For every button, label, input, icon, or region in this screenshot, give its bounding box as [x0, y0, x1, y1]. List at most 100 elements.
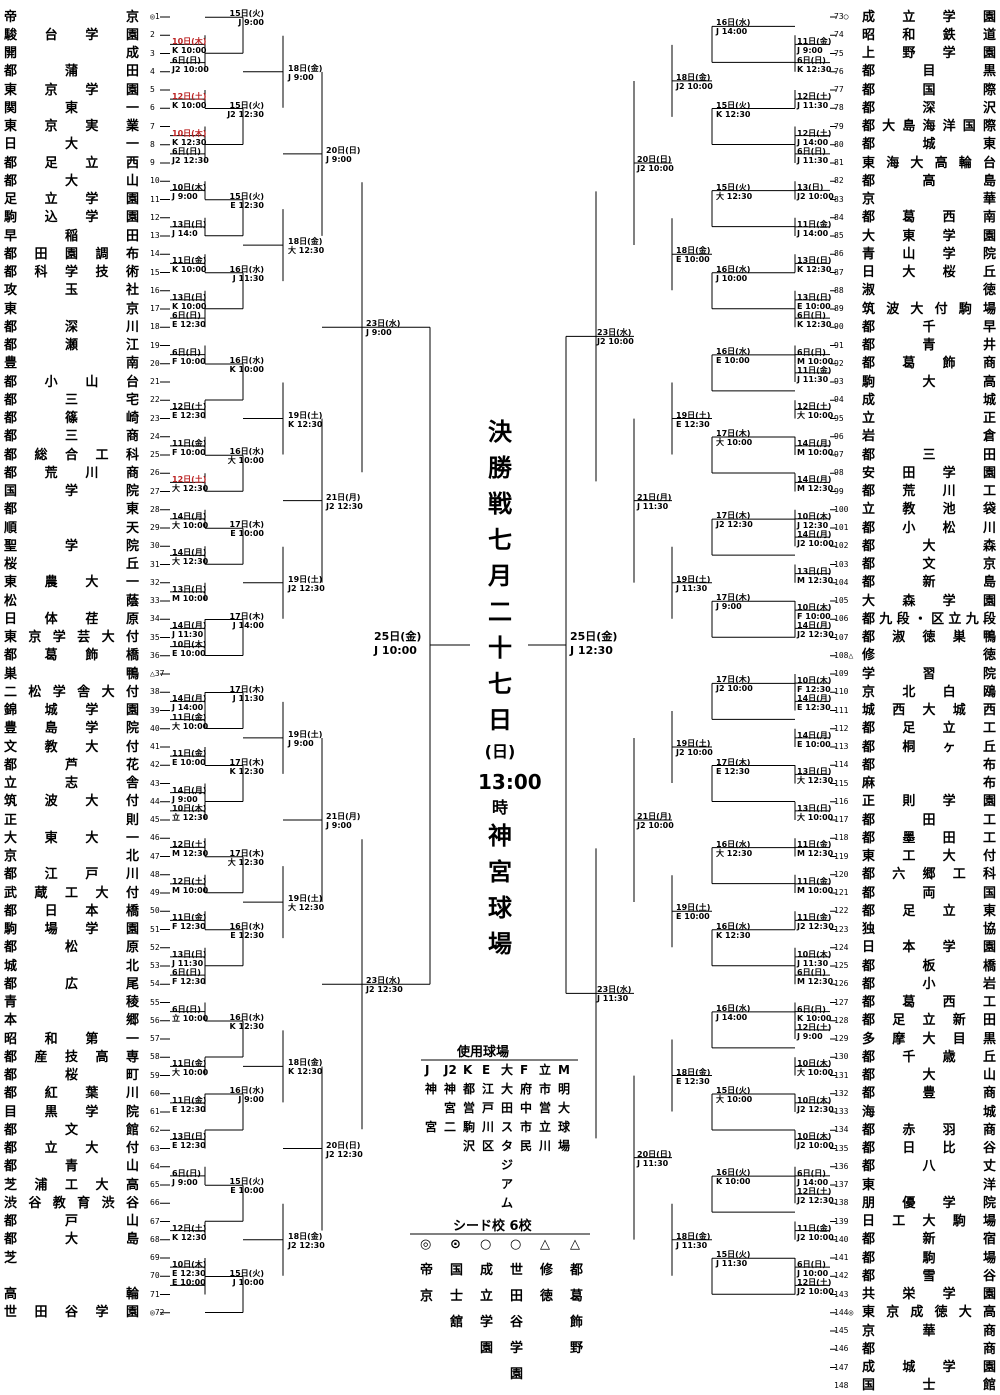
team-char: 大	[95, 1177, 109, 1193]
team-right-122: 都足立東	[862, 902, 996, 920]
match-venue-time: K 10:00	[797, 1013, 832, 1023]
right-r5-match: 23日(水)J2 10:00	[597, 328, 634, 346]
match-venue-time: K 10:00	[716, 1177, 751, 1187]
team-right-112: 都足立工	[862, 720, 996, 738]
venue-char: 市	[539, 1082, 552, 1096]
match-venue-time: J 11:30	[232, 273, 264, 283]
team-char: 立	[862, 411, 876, 426]
match-date: 10日(木)	[797, 603, 832, 612]
team-right-133: 海城	[862, 1103, 996, 1121]
match-date: 14日(月)	[172, 694, 207, 704]
team-char: 安	[862, 465, 876, 481]
match-venue-time: K 12:30	[797, 64, 832, 74]
team-left-29: 順天	[4, 519, 139, 537]
team-right-76: 都目黒	[862, 63, 996, 81]
left-r3-match: 19日(土)J 9:00	[288, 730, 322, 748]
team-left-58: 都産技高専	[4, 1048, 139, 1066]
right-r2-match: 15日(火)K 12:30	[716, 101, 750, 119]
team-char: 成	[910, 1305, 924, 1321]
team-left-45: 正則	[4, 811, 139, 829]
team-char: 院	[125, 721, 139, 737]
team-char: 総	[34, 447, 48, 463]
match-venue-time: K 10:00	[229, 365, 264, 374]
match-date: 18日(金)	[288, 1231, 323, 1241]
match-venue-time: E 10:00	[797, 739, 831, 749]
right-r2-match: 16日(水)大 12:30	[716, 840, 752, 858]
match-venue-time: 立 12:30	[172, 812, 209, 822]
team-char: 都	[4, 648, 18, 664]
team-right-142: 都雪谷	[862, 1267, 996, 1285]
team-char: 都	[862, 867, 876, 883]
seed-char: 園	[480, 1341, 494, 1356]
match-venue-time: J 11:30	[797, 101, 829, 110]
team-right-82: 都高島	[862, 172, 996, 190]
left-r1-match: 10日(木)K 10:00	[172, 37, 206, 55]
match-date: 16日(水)	[229, 447, 264, 457]
team-char: 黒	[982, 1031, 996, 1047]
team-char: 田	[922, 812, 936, 828]
team-right-97: 都三田	[862, 446, 996, 464]
match-date: 15日(火)	[229, 1177, 264, 1187]
team-left-11: 足立学園	[4, 191, 139, 209]
seed-number-93: 93	[834, 377, 844, 386]
team-right-74: 昭和鉄道	[862, 26, 996, 44]
team-char: 城	[952, 703, 966, 718]
match-date: 10日(木)	[797, 1095, 832, 1105]
match-venue-time: F 12:30	[172, 977, 206, 986]
team-char: 京	[44, 82, 58, 98]
team-char: 一	[125, 137, 139, 153]
team-char: 谷	[982, 1268, 996, 1284]
match-venue-time: K 12:30	[229, 766, 264, 776]
match-date: 14日(月)	[797, 530, 832, 539]
team-char: 世	[4, 1305, 18, 1321]
team-char: 瀬	[64, 338, 78, 353]
team-right-141: 都駒場	[862, 1249, 996, 1267]
team-char: 篠	[64, 411, 78, 426]
team-char: 駒	[958, 301, 972, 317]
seed-number-125: 125	[834, 961, 849, 970]
match-venue-time: J2 12:30	[797, 1104, 834, 1114]
team-char: 教	[52, 1195, 66, 1211]
team-char: 都	[862, 1250, 876, 1266]
match-venue-time: J 11:30	[716, 1259, 748, 1269]
team-left-70	[4, 1267, 139, 1285]
team-left-5: 東京学園	[4, 81, 139, 99]
match-date: 10日(木)	[797, 1059, 832, 1069]
match-date: 13日(日)	[797, 256, 832, 266]
team-char: 工	[64, 885, 78, 901]
match-date: 15日(火)	[716, 1250, 751, 1260]
match-venue-time: J 10:00	[232, 1277, 264, 1287]
team-char: 高	[922, 173, 936, 189]
venue-char: 中	[520, 1101, 533, 1115]
team-char: 駒	[952, 1214, 966, 1229]
team-char: 白	[942, 684, 956, 700]
left-r2-match: 15日(火)E 10:00	[208, 1177, 264, 1195]
team-char: 日	[44, 903, 58, 919]
team-char: 戸	[85, 867, 99, 883]
team-left-53: 城北	[4, 957, 139, 975]
match-date: 14日(月)	[172, 511, 207, 521]
team-char: 科	[982, 867, 996, 883]
right-r1-match: 6日(日)M 10:00	[797, 348, 833, 366]
seed-number-66: 66	[150, 1198, 160, 1208]
team-char: 一	[125, 575, 139, 591]
seed-number-14: 14	[150, 249, 160, 259]
seed-number-97: 97	[834, 450, 844, 459]
match-date: 12日(土)	[797, 128, 832, 138]
team-char: 山	[125, 173, 139, 189]
match-venue-time: 大 12:30	[227, 857, 264, 867]
right-r1-match: 12日(土)J 14:00	[797, 129, 831, 147]
team-char: 学	[52, 630, 66, 645]
team-char: 桜	[4, 557, 18, 572]
left-r1-match: 13日(日)J 14:0	[172, 220, 206, 238]
match-venue-time: 大 10:00	[797, 1068, 834, 1078]
team-char: 正	[4, 812, 18, 828]
match-date: 6日(日)	[172, 55, 201, 65]
team-char: 田	[982, 1013, 996, 1029]
team-right-96: 岩倉	[862, 428, 996, 446]
team-char: 巣	[4, 666, 18, 682]
match-venue-time: J2 12:30	[172, 155, 209, 165]
team-char: 一	[125, 1031, 139, 1047]
match-venue-time: E 12:30	[676, 419, 710, 429]
seed-number-105: 105	[834, 596, 849, 605]
